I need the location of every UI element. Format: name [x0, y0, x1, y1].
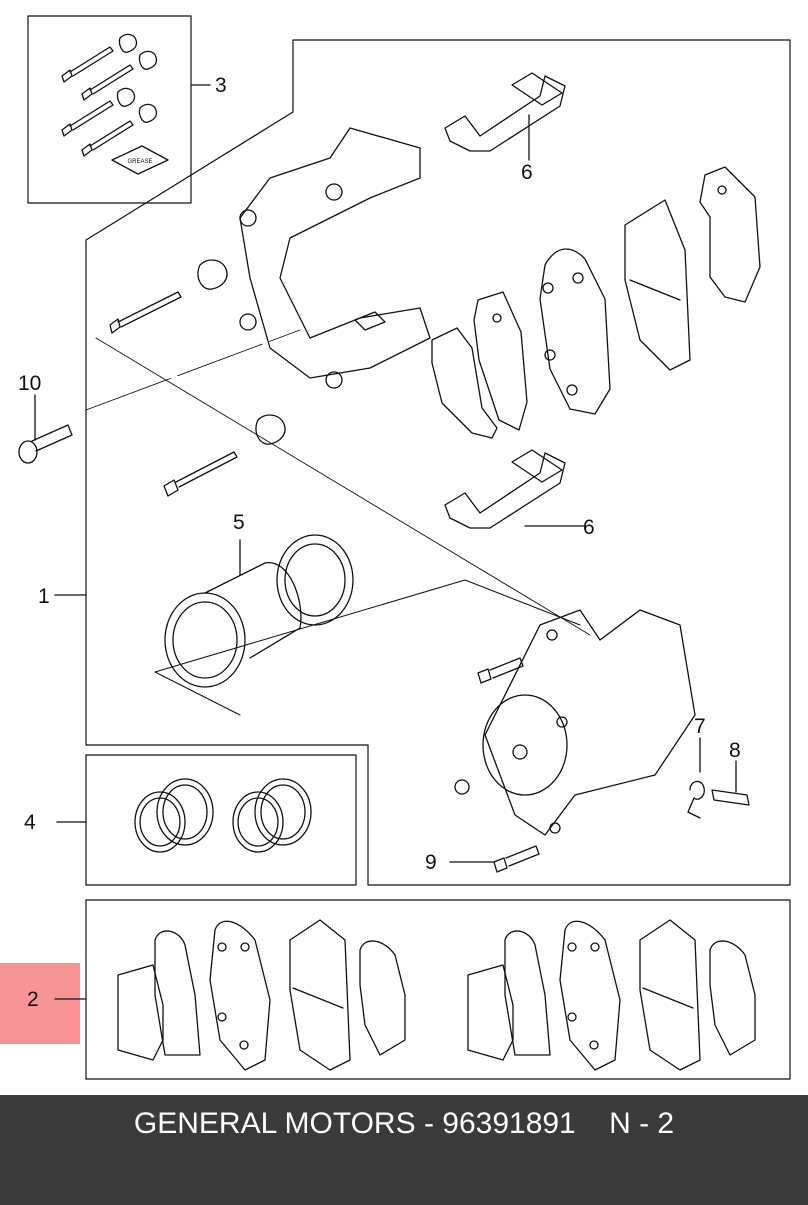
cap-screw-10 [18, 424, 73, 464]
pad-clip-lower [444, 449, 566, 529]
callout-2: 2 [27, 988, 39, 1011]
reference-line [85, 329, 301, 411]
assembly-frame-1 [85, 39, 791, 886]
guide-bolt-upper [477, 657, 524, 684]
callout-10: 10 [18, 372, 42, 395]
brake-caliper-exploded-diagram: GREASE [18, 15, 791, 1080]
grease-label: GREASE [127, 159, 152, 165]
guide-pin-lower [163, 414, 286, 497]
footer-part-number: GENERAL MOTORS - 96391891 N - 2 [133, 1107, 675, 1140]
piston-seal-kit-5 [154, 534, 581, 716]
footer-bar [0, 1095, 808, 1205]
bleeder-screw-8 [711, 789, 750, 806]
pad-shim-inner [473, 291, 528, 431]
grease-packet-icon: GREASE [111, 145, 169, 175]
pad-set-right [467, 919, 756, 1071]
callout-5: 5 [233, 511, 245, 534]
reference-line [95, 337, 591, 636]
guide-pin-icon [81, 50, 158, 101]
guide-bolt-9 [493, 845, 540, 873]
brake-pad-inner [624, 199, 691, 371]
pad-shim-outermost [699, 166, 761, 303]
pad-set-left [117, 919, 406, 1071]
callout-9: 9 [425, 851, 437, 874]
washer-icon [454, 779, 470, 795]
callout-6-upper: 6 [521, 161, 533, 184]
kit-box-3: GREASE [27, 15, 192, 204]
seal-kit-box-4 [85, 754, 357, 886]
guide-pin-icon [61, 33, 138, 83]
callout-7: 7 [694, 715, 706, 738]
brake-hose-banjo-7 [687, 780, 705, 819]
guide-pin-icon [61, 87, 136, 137]
guide-pin-upper [109, 259, 228, 334]
guide-pin-icon [81, 103, 158, 157]
brake-pad-outer [539, 248, 611, 415]
pad-shim-outer [431, 327, 498, 439]
callout-4: 4 [24, 811, 36, 834]
callout-1: 1 [38, 585, 50, 608]
caliper-bracket [239, 127, 431, 389]
callout-3: 3 [215, 74, 227, 97]
callout-6-lower: 6 [583, 516, 595, 539]
pad-clip-upper [444, 72, 566, 152]
callout-8: 8 [729, 739, 741, 762]
caliper-housing [482, 609, 696, 836]
callout-2-highlight [0, 963, 80, 1044]
pad-kit-box-2 [85, 899, 791, 1080]
